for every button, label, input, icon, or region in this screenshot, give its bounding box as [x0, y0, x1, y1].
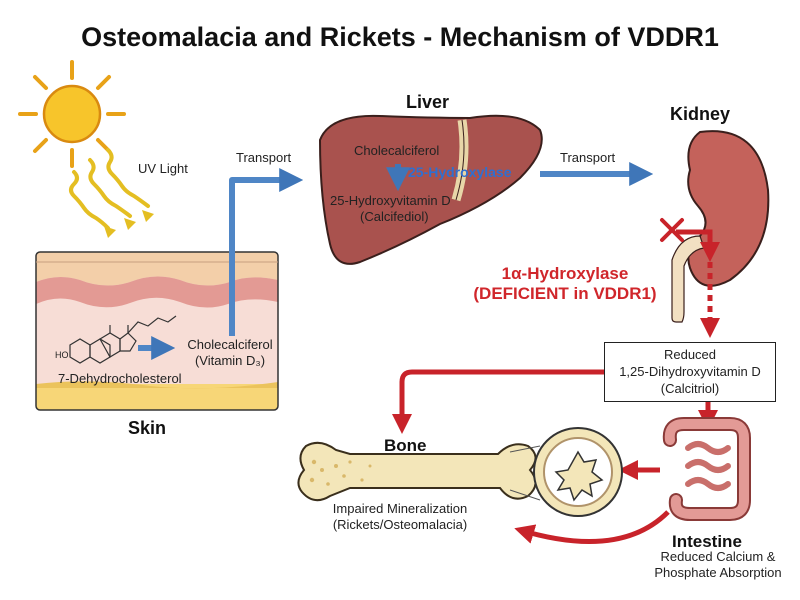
kidney-label: Kidney: [670, 104, 731, 124]
calcitriol-box: Reduced 1,25-Dihydroxyvitamin D (Calcitr…: [604, 342, 776, 402]
liver-cholecalciferol-label: Cholecalciferol: [354, 143, 440, 158]
skin-label: Skin: [128, 418, 167, 438]
hydroxyvitamin-d-label: 25-Hydroxyvitamin D: [330, 193, 451, 208]
bone-cross-section-icon: [509, 427, 623, 517]
bone-marrow-dots: [309, 459, 372, 486]
vitamin-d3-label: (Vitamin D₃): [194, 353, 266, 368]
liver-label: Liver: [406, 92, 450, 112]
reduced-absorption-label: Reduced Calcium &: [660, 549, 776, 564]
dehydrocholesterol-label: 7-Dehydrocholesterol: [58, 371, 182, 386]
bone-icon: [297, 441, 537, 502]
intestine-to-bone-arrow: [514, 510, 670, 545]
sun-icon: [18, 60, 126, 168]
intestine-icon: [662, 417, 751, 521]
rickets-osteomalacia-label: (Rickets/Osteomalacia): [332, 517, 468, 532]
transport-arrow-skin-to-liver[interactable]: [229, 168, 304, 336]
calcifediol-label: (Calcifediol): [360, 209, 429, 224]
impaired-mineralization-label: Impaired Mineralization: [332, 501, 468, 516]
hydroxylase-25-label: 25-Hydroxylase: [408, 164, 512, 180]
transport-label-liver-kidney: Transport: [560, 150, 616, 165]
blocked-cross-icon: [660, 218, 684, 242]
transport-label-skin-liver: Transport: [236, 150, 292, 165]
kidney-icon: [671, 130, 770, 323]
skin-cross-section: [36, 252, 278, 410]
calcitriol-to-bone-arrow: [392, 369, 604, 434]
calcitriol-reduced-label: Reduced: [663, 347, 717, 362]
intestine-label: Intestine: [672, 532, 742, 551]
uv-light-label: UV Light: [138, 161, 188, 176]
uv-light-waves: [69, 148, 150, 230]
phosphate-absorption-label: Phosphate Absorption: [654, 565, 782, 580]
vddr1-deficiency-label: (DEFICIENT in VDDR1): [473, 284, 657, 303]
uv-arrowheads: [104, 210, 154, 238]
diagram-title: Osteomalacia and Rickets - Mechanism of …: [81, 22, 719, 52]
skin-cholecalciferol-label: Cholecalciferol: [187, 337, 273, 352]
calcitriol-common-name-label: (Calcitriol): [660, 381, 720, 396]
bone-label: Bone: [384, 436, 427, 455]
dehydrocholesterol-structure-icon: [69, 315, 177, 364]
liver-icon: [318, 114, 543, 265]
skin-outline: [35, 251, 279, 411]
hydroxyl-group-label: HO: [55, 350, 69, 360]
calcitriol-name-label: 1,25-Dihydroxyvitamin D: [619, 364, 761, 379]
blocked-hydroxylation-arrow: [676, 229, 720, 262]
alpha-hydroxylase-label: 1α-Hydroxylase: [501, 264, 629, 283]
